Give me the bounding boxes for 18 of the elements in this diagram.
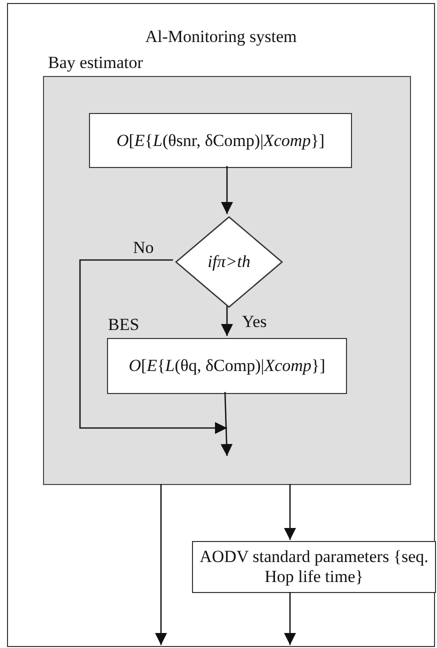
arrow — [220, 392, 233, 456]
process-text: O[E{L(θsnr, δComp)|Xcomp}] — [115, 130, 326, 150]
arrow — [79, 259, 227, 434]
diagram-heading: Al-Monitoring system — [144, 27, 298, 47]
decision-diamond — [175, 216, 283, 308]
process-box — [89, 113, 352, 168]
block-heading: BES — [108, 315, 140, 335]
arrow — [221, 306, 233, 336]
system-frame — [7, 3, 435, 647]
arrow — [284, 592, 296, 645]
arrow — [284, 484, 296, 540]
arrow — [155, 484, 167, 645]
arrow — [221, 166, 233, 214]
process-box — [192, 541, 436, 593]
condition-text: ifπ>th — [206, 252, 252, 272]
block-heading: Bay estimator — [48, 53, 143, 73]
process-text: AODV standard parameters {seq. Hop life time} — [198, 547, 430, 587]
process-text: O[E{L(θq, δComp)|Xcomp}] — [128, 356, 326, 376]
